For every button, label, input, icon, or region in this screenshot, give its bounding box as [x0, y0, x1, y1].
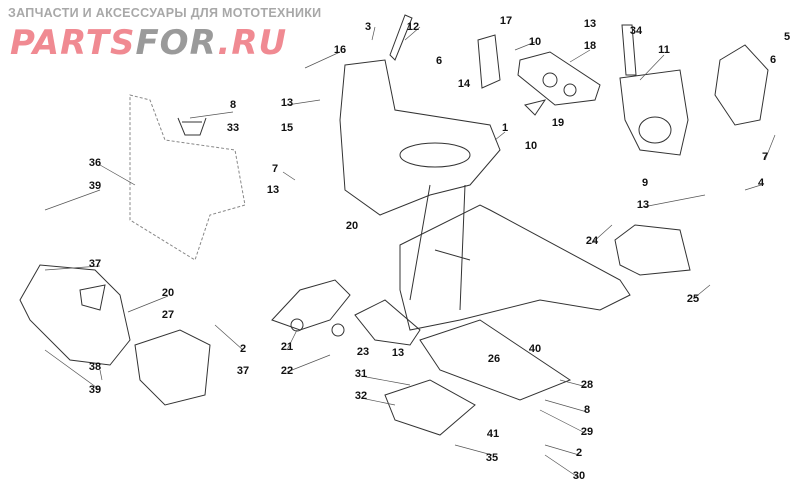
panel-opening — [399, 142, 471, 168]
callout-35[interactable]: 35 — [485, 452, 499, 464]
tube-34 — [621, 24, 637, 76]
callout-8[interactable]: 8 — [229, 99, 237, 111]
callout-23[interactable]: 23 — [356, 346, 370, 358]
callout-2[interactable]: 2 — [239, 343, 247, 355]
callout-27[interactable]: 27 — [161, 309, 175, 321]
side-panel-dashed — [129, 94, 246, 261]
callout-15[interactable]: 15 — [280, 122, 294, 134]
callout-3[interactable]: 3 — [364, 21, 372, 33]
callout-32[interactable]: 32 — [354, 390, 368, 402]
callout-13[interactable]: 13 — [583, 18, 597, 30]
callout-10[interactable]: 10 — [528, 36, 542, 48]
part-17 — [477, 34, 501, 89]
watermark-logo-part3: .RU — [217, 23, 288, 63]
callout-31[interactable]: 31 — [354, 368, 368, 380]
cover-37b — [134, 329, 211, 406]
callout-1[interactable]: 1 — [501, 122, 509, 134]
arm-23 — [354, 299, 421, 346]
bracket-12 — [389, 14, 413, 61]
callout-40[interactable]: 40 — [528, 343, 542, 355]
callout-13[interactable]: 13 — [391, 347, 405, 359]
callout-21[interactable]: 21 — [280, 341, 294, 353]
watermark-logo-part1: PARTS — [10, 23, 136, 63]
callout-39[interactable]: 39 — [88, 384, 102, 396]
callout-12[interactable]: 12 — [406, 21, 420, 33]
panel-11 — [619, 69, 689, 156]
callout-11[interactable]: 11 — [658, 44, 670, 56]
lower-fairing-37 — [19, 264, 131, 366]
callout-30[interactable]: 30 — [572, 470, 586, 482]
callout-13[interactable]: 13 — [280, 97, 294, 109]
main-panel-1 — [339, 59, 501, 216]
callout-14[interactable]: 14 — [457, 78, 471, 90]
callout-7[interactable]: 7 — [271, 163, 279, 175]
callout-5[interactable]: 5 — [783, 31, 791, 43]
frame-struts — [409, 184, 471, 311]
callout-24[interactable]: 24 — [585, 235, 599, 247]
callout-34[interactable]: 34 — [629, 25, 643, 37]
watermark-logo-part2: FOR — [135, 23, 218, 63]
bracket-33 — [177, 117, 207, 136]
callout-37[interactable]: 37 — [236, 365, 250, 377]
callout-6[interactable]: 6 — [435, 55, 443, 67]
callout-39[interactable]: 39 — [88, 180, 102, 192]
callout-10[interactable]: 10 — [524, 140, 538, 152]
callout-18[interactable]: 18 — [583, 40, 597, 52]
callout-36[interactable]: 36 — [88, 157, 102, 169]
callout-28[interactable]: 28 — [580, 379, 594, 391]
plate-18 — [517, 51, 601, 106]
bracket-24 — [614, 224, 691, 276]
callout-33[interactable]: 33 — [226, 122, 240, 134]
callout-29[interactable]: 29 — [580, 426, 594, 438]
callout-17[interactable]: 17 — [499, 15, 513, 27]
bracket-19 — [524, 99, 547, 116]
callout-16[interactable]: 16 — [333, 44, 347, 56]
callout-19[interactable]: 19 — [551, 117, 565, 129]
callout-2[interactable]: 2 — [575, 447, 583, 459]
callout-13[interactable]: 13 — [266, 184, 280, 196]
callout-8[interactable]: 8 — [583, 404, 591, 416]
callout-25[interactable]: 25 — [686, 293, 700, 305]
callout-7[interactable]: 7 — [761, 151, 769, 163]
callout-13[interactable]: 13 — [636, 199, 650, 211]
callout-22[interactable]: 22 — [280, 365, 294, 377]
watermark-tagline: ЗАПЧАСТИ И АКСЕССУАРЫ ДЛЯ МОТОТЕХНИКИ — [8, 6, 322, 20]
callout-9[interactable]: 9 — [641, 177, 649, 189]
callout-37[interactable]: 37 — [88, 258, 102, 270]
callout-38[interactable]: 38 — [88, 361, 102, 373]
callout-4[interactable]: 4 — [757, 177, 765, 189]
callout-20[interactable]: 20 — [345, 220, 359, 232]
main-frame — [399, 204, 631, 331]
watermark-logo: PARTSFOR.RU — [10, 24, 287, 62]
callout-41[interactable]: 41 — [486, 428, 500, 440]
leader-lines — [44, 26, 776, 479]
skid-plate-32 — [384, 379, 476, 436]
callout-26[interactable]: 26 — [487, 353, 501, 365]
skid-plate-28 — [419, 319, 572, 401]
callout-6[interactable]: 6 — [769, 54, 777, 66]
bracket-5 — [714, 44, 769, 126]
callout-20[interactable]: 20 — [161, 287, 175, 299]
arm-21 — [271, 279, 351, 331]
fairing-cutout — [79, 284, 106, 311]
